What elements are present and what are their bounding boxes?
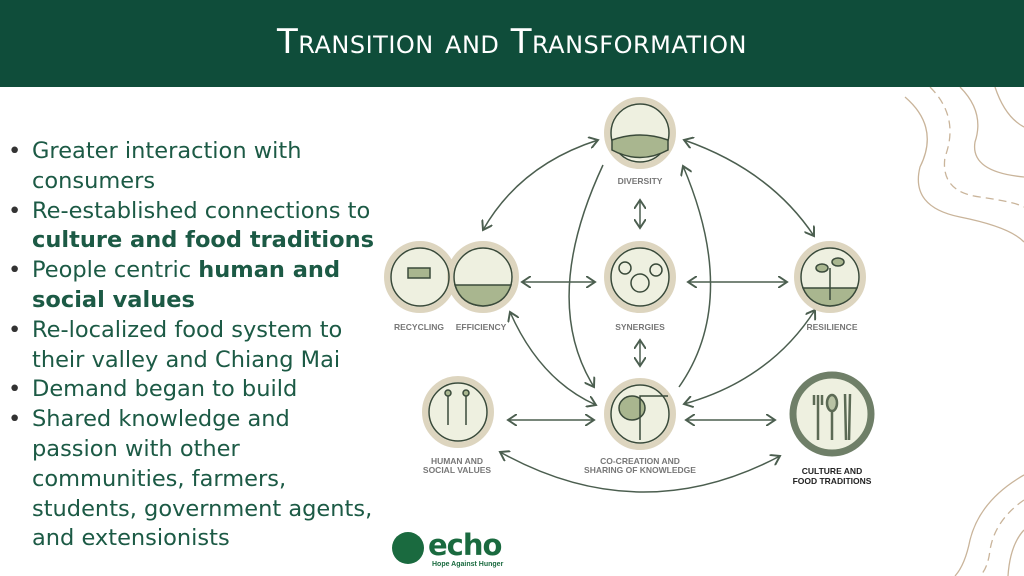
label-human-values: HUMAN AND (431, 456, 483, 466)
logo-mark-icon (392, 532, 424, 564)
arrow (684, 140, 814, 236)
logo-tagline: Hope Against Hunger (432, 561, 504, 568)
agroecology-diagram: DIVERSITY RECYCLING EFFICIENCY SYNERGIES… (384, 97, 875, 493)
bullet-item: Shared knowledge and passion with other … (8, 405, 378, 554)
human-values-icon (422, 376, 494, 448)
label-diversity: DIVERSITY (618, 176, 663, 186)
bullet-text: People centric (32, 257, 199, 284)
bullet-item: Re-localized food system to their valley… (8, 316, 378, 376)
bullet-item: Re-established connections to culture an… (8, 197, 378, 257)
echo-logo: echo Hope Against Hunger (392, 528, 512, 570)
label-recycling: RECYCLING (394, 322, 444, 332)
topographic-decoration (904, 87, 1024, 243)
label-co-creation-2: SHARING OF KNOWLEDGE (584, 465, 696, 475)
bullet-text: Demand began to build (32, 376, 298, 403)
logo-name: echo (428, 528, 502, 562)
label-culture-2: FOOD TRADITIONS (793, 476, 872, 486)
slide-title: Transition and Transformation (277, 22, 747, 62)
bullet-text: Shared knowledge and passion with other … (32, 406, 373, 552)
label-culture: CULTURE AND (802, 466, 862, 476)
bullet-item: Demand began to build (8, 375, 378, 405)
bullet-item: Greater interaction with consumers (8, 137, 378, 197)
label-efficiency: EFFICIENCY (456, 322, 507, 332)
label-co-creation: CO-CREATION AND (600, 456, 680, 466)
label-resilience: RESILIENCE (806, 322, 857, 332)
title-bar: Transition and Transformation (0, 0, 1024, 87)
bullet-item: People centric human and social values (8, 256, 378, 316)
arrow (483, 140, 598, 230)
topographic-decoration (954, 474, 1024, 576)
bullet-bold: culture and food traditions (32, 227, 375, 254)
bullet-bold: human and social values (32, 257, 341, 313)
bullet-text: Greater interaction with consumers (32, 138, 302, 194)
label-synergies: SYNERGIES (615, 322, 665, 332)
bullet-list: Greater interaction with consumers Re-es… (8, 137, 378, 554)
synergies-icon (604, 241, 676, 313)
bullet-text: Re-established connections to (32, 197, 371, 224)
label-human-values-2: SOCIAL VALUES (423, 465, 491, 475)
bullet-text: Re-localized food system to their valley… (32, 316, 343, 373)
